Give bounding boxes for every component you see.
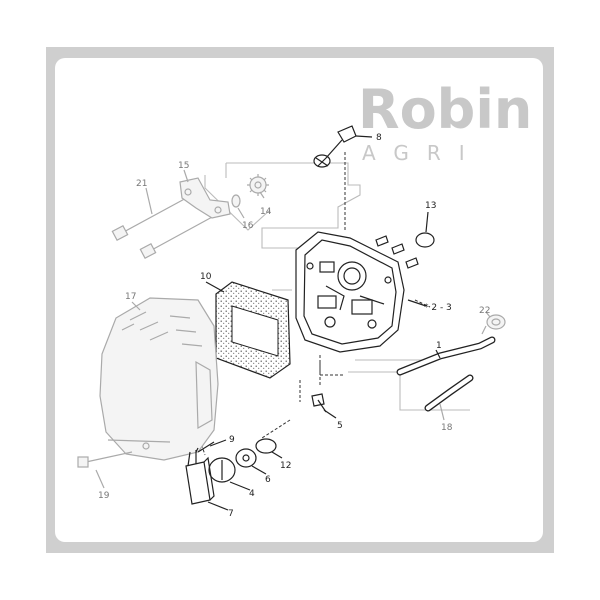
label-2-3: * 2 - 3 <box>424 303 452 313</box>
label-8: 8 <box>376 133 382 143</box>
part-14-gear <box>247 174 269 196</box>
part-12-o-ring <box>255 438 277 454</box>
label-19: 19 <box>98 491 110 501</box>
plate-screws <box>375 235 419 269</box>
part-7-element <box>185 450 215 505</box>
part-17-cover <box>99 297 219 461</box>
label-15: 15 <box>178 161 189 171</box>
label-18: 18 <box>441 423 453 433</box>
label-1: 1 <box>436 341 442 351</box>
label-9: 9 <box>229 435 235 445</box>
callout-labels: 8 13 * 2 - 3 1 22 18 10 17 21 15 14 16 5… <box>98 133 490 519</box>
leader-lines <box>95 135 491 511</box>
part-1-fuel-pipe <box>396 336 496 376</box>
label-6: 6 <box>265 475 271 485</box>
part-21-bolt <box>111 195 215 260</box>
brand-sub: AGRI <box>362 141 483 165</box>
part-19-screw <box>77 451 133 468</box>
part-15-bracket <box>179 177 231 219</box>
label-12: 12 <box>280 461 291 471</box>
part-8-lever <box>313 125 357 168</box>
label-16: 16 <box>242 221 254 231</box>
label-4: 4 <box>249 489 255 499</box>
label-14: 14 <box>260 207 272 217</box>
label-5: 5 <box>337 421 343 431</box>
label-21: 21 <box>136 179 147 189</box>
part-10-air-filter <box>215 281 291 379</box>
part-22-clamp <box>481 314 506 335</box>
label-22: 22 <box>479 306 490 316</box>
part-13-o-ring <box>415 232 435 248</box>
carburetor-plate-assembly <box>295 231 405 353</box>
label-10: 10 <box>200 272 212 282</box>
label-17: 17 <box>125 292 136 302</box>
part-6-disc <box>235 448 257 468</box>
part-16-washer <box>231 194 241 208</box>
label-13: 13 <box>425 201 436 211</box>
robin-agri-logo: Robin AGRI <box>358 78 532 165</box>
part-18-pipe <box>424 374 474 412</box>
part-4-diaphragm <box>208 457 236 483</box>
brand-name: Robin <box>358 78 532 141</box>
label-7: 7 <box>228 509 234 519</box>
